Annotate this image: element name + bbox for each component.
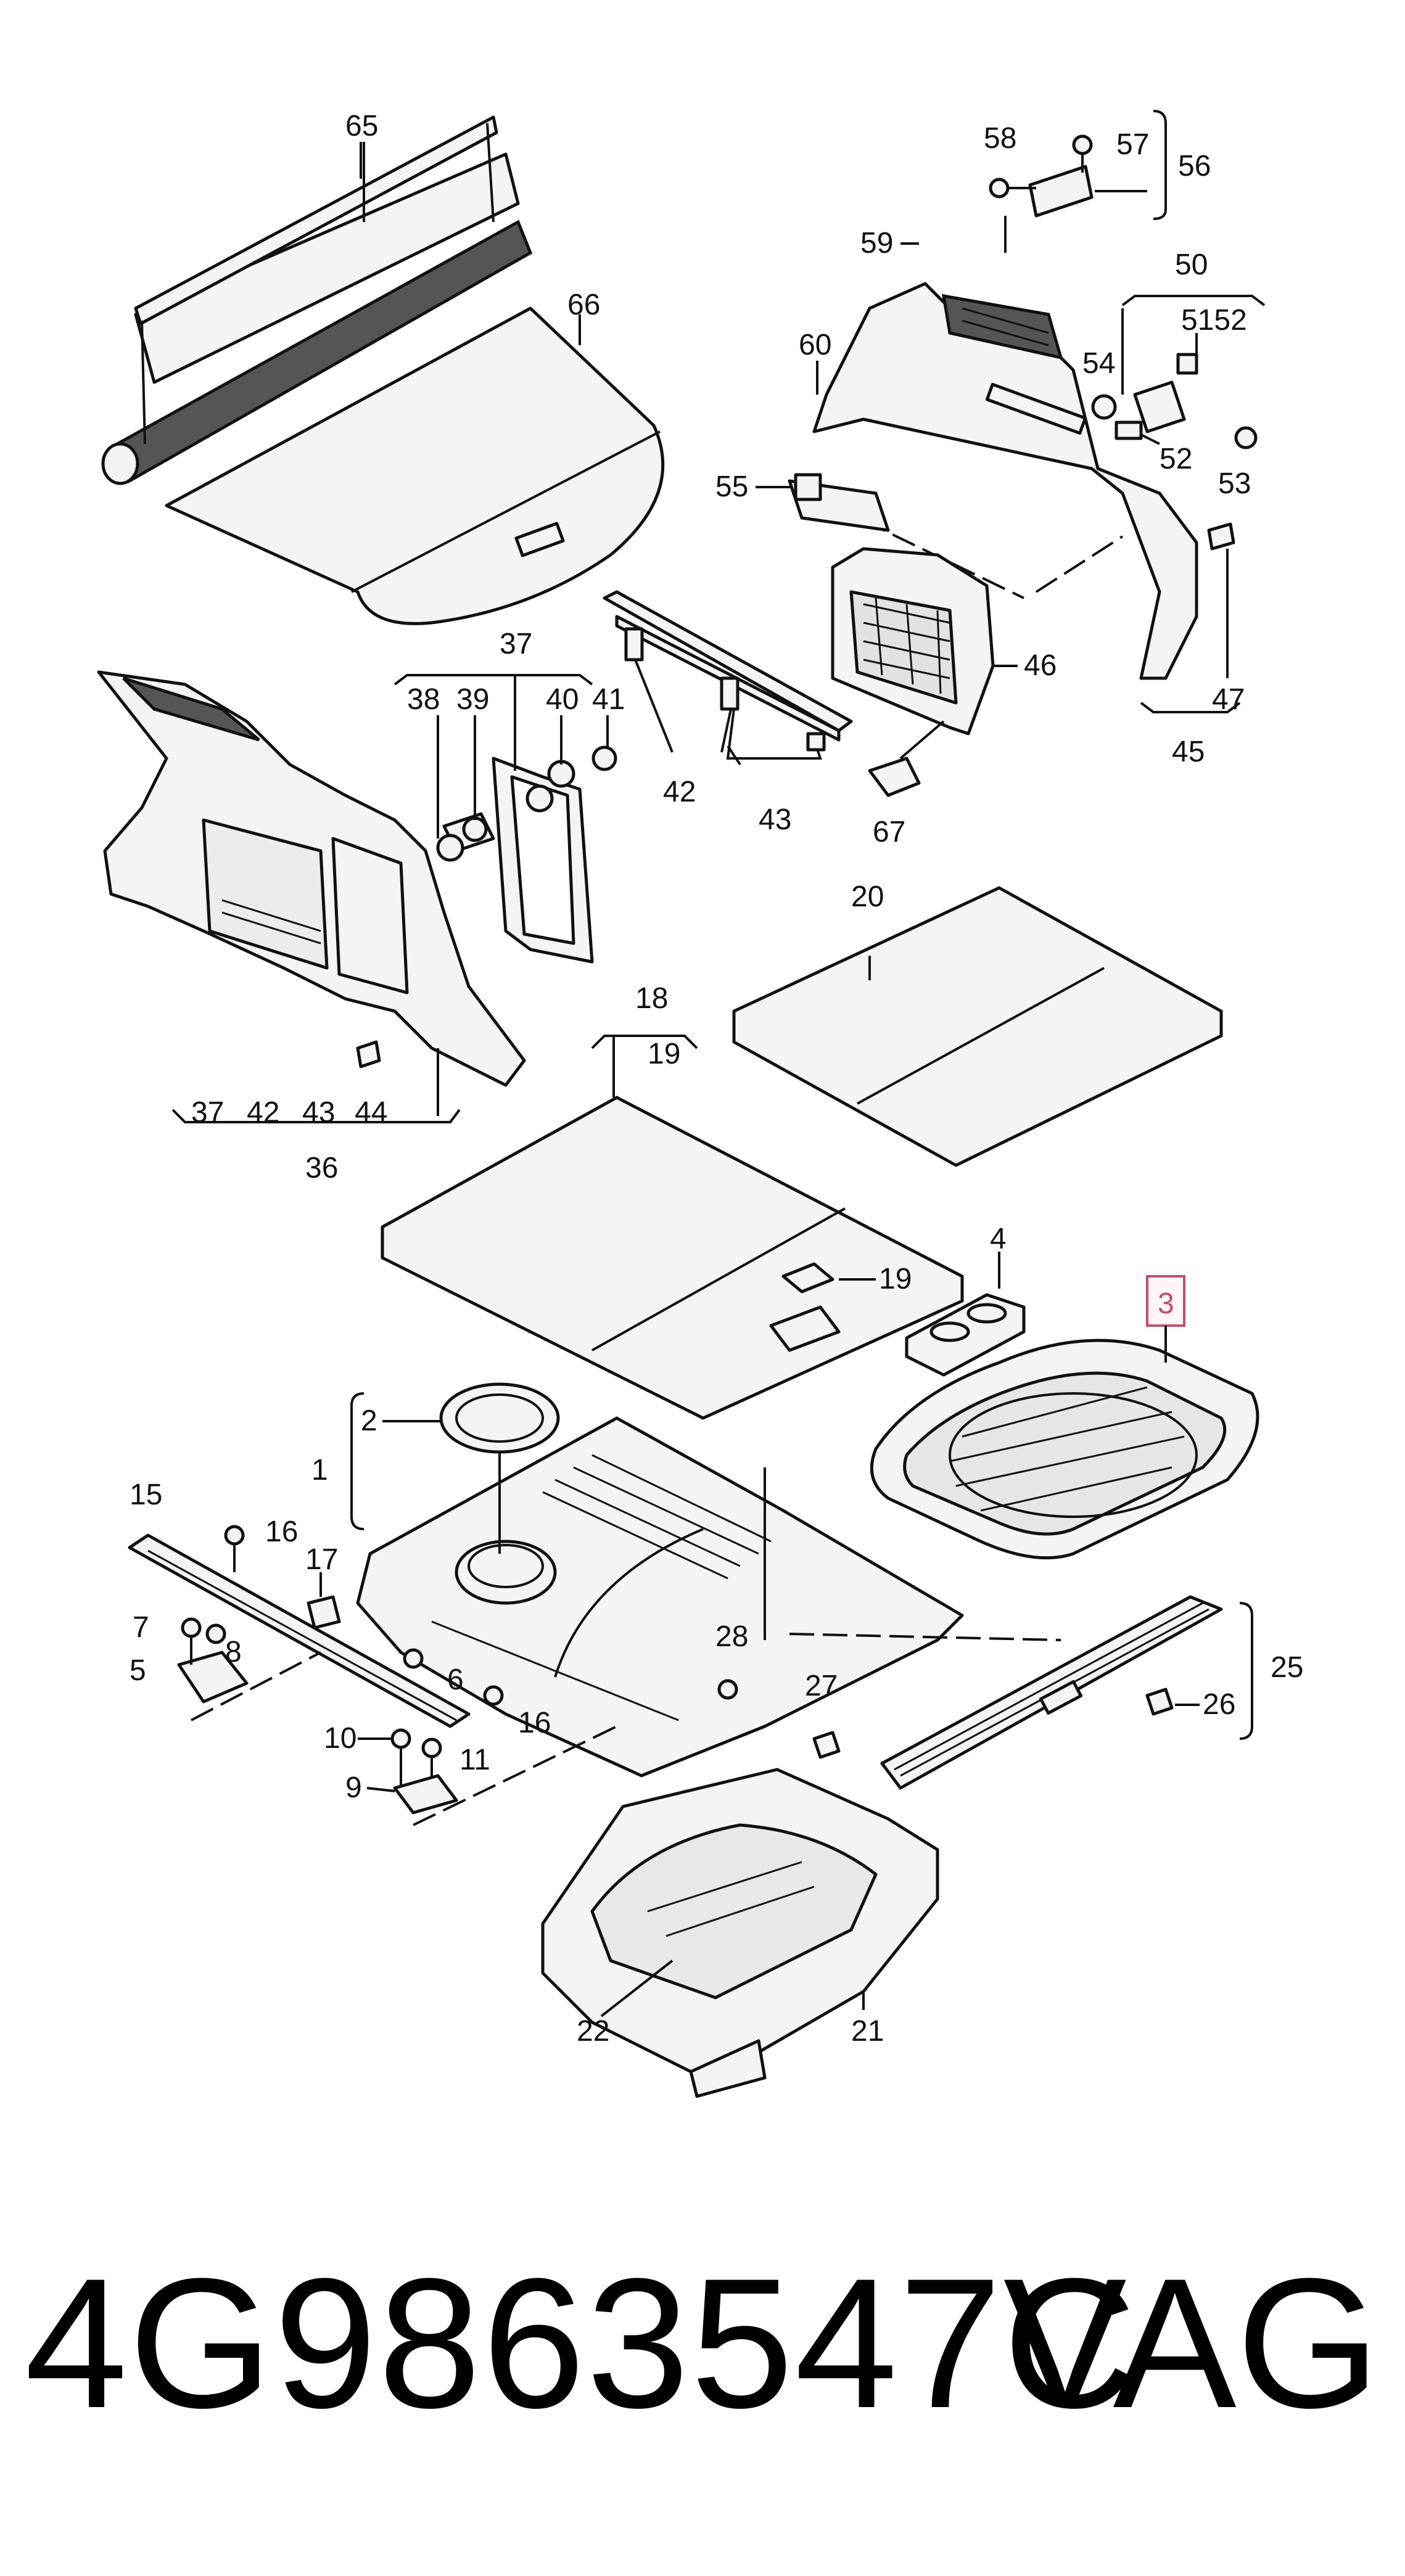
- exploded-parts-diagram: 65 66 58 57 56 59 50 5152 60 54 55 52 53…: [97, 110, 1303, 2098]
- callout-6: 6: [447, 1663, 464, 1696]
- callout-41: 41: [592, 683, 625, 716]
- part-5-bracket: [177, 1617, 249, 1704]
- callout-65: 65: [345, 110, 378, 142]
- part-38-41-fasteners: [436, 715, 617, 862]
- brand-label: VAG: [1003, 2239, 1380, 2447]
- callout-39: 39: [456, 683, 489, 716]
- part-20-floor-panel-upper: [732, 886, 1223, 1167]
- callout-45: 45: [1172, 736, 1205, 768]
- callout-26: 26: [1203, 1688, 1235, 1721]
- bracket-1: [350, 1392, 365, 1530]
- callout-25: 25: [1271, 1651, 1303, 1684]
- callout-37: 37: [500, 628, 532, 660]
- callout-22: 22: [577, 2015, 609, 2048]
- callout-2: 2: [361, 1405, 377, 1437]
- fasteners-6-16-28-27: [224, 1525, 841, 1759]
- callout-27: 27: [805, 1670, 838, 1702]
- callout-60: 60: [799, 329, 831, 361]
- callout-43-group: 43: [302, 1096, 335, 1129]
- part-26-clip: [1145, 1688, 1174, 1716]
- callout-9: 9: [345, 1771, 362, 1804]
- part-66-cargo-cover-panel: [165, 306, 665, 625]
- callout-36: 36: [305, 1152, 338, 1184]
- part-21-spare-wheel-well: [541, 1768, 939, 2098]
- callout-46: 46: [1024, 649, 1057, 682]
- callout-5152: 5152: [1181, 304, 1247, 337]
- callout-15: 15: [130, 1479, 162, 1511]
- callout-38: 38: [407, 683, 440, 716]
- part-47-clip: [1140, 522, 1241, 713]
- part-65-cargo-cover-roller: [101, 115, 533, 485]
- part-4-tray-insert: [905, 1252, 1026, 1377]
- caption-bar: 4G9863547C VAG: [0, 2226, 1405, 2460]
- dashed-leaders-left: [191, 1633, 1061, 1826]
- callout-7: 7: [133, 1611, 149, 1644]
- part-15-side-rail: [128, 1533, 471, 1728]
- part-17-grommet: [307, 1572, 341, 1630]
- callout-16-top: 16: [265, 1516, 298, 1548]
- callout-57: 57: [1116, 128, 1149, 161]
- callout-67: 67: [873, 816, 905, 848]
- callout-50: 50: [1175, 248, 1208, 281]
- callout-10: 10: [324, 1722, 356, 1755]
- part-25-sill-trim: [880, 1595, 1253, 1790]
- part-42-rail-bar: [603, 590, 853, 766]
- callout-8: 8: [225, 1636, 242, 1668]
- part-number: 4G9863547C: [25, 2239, 1138, 2447]
- callout-59: 59: [860, 227, 893, 260]
- callout-58: 58: [984, 122, 1016, 155]
- part-46-net-pocket: [831, 547, 1018, 736]
- callout-17: 17: [305, 1543, 338, 1576]
- part-36-left-side-trim: [97, 670, 526, 1123]
- callout-42-group: 42: [247, 1096, 279, 1129]
- callout-19-top: 19: [648, 1038, 680, 1070]
- part-45-right-side-trim: [812, 282, 1198, 680]
- callout-52: 52: [1160, 443, 1192, 475]
- callout-5: 5: [130, 1654, 146, 1687]
- callout-44: 44: [355, 1096, 387, 1129]
- part-2-grommet-ring: [439, 1382, 560, 1554]
- callout-19-bottom: 19: [879, 1263, 912, 1295]
- callout-47: 47: [1212, 683, 1245, 716]
- callout-1: 1: [311, 1454, 328, 1487]
- callout-labels: 65 66 58 57 56 59 50 5152 60 54 55 52 53…: [130, 110, 1303, 2048]
- callout-11: 11: [459, 1744, 490, 1776]
- part-18-floor-panel-lower: [381, 1035, 964, 1420]
- part-1-floor-structure: [356, 1416, 964, 1778]
- part-9-bracket: [390, 1728, 458, 1815]
- callout-18: 18: [635, 982, 668, 1015]
- part-55-latch: [788, 473, 890, 532]
- callout-55: 55: [715, 470, 748, 503]
- part-67-knob: [868, 720, 945, 797]
- callout-4: 4: [990, 1223, 1007, 1255]
- callout-42: 42: [663, 776, 696, 808]
- callout-53: 53: [1218, 467, 1251, 500]
- part-50-51-52-bracket-set: [1091, 295, 1266, 449]
- callout-37-group: 37: [191, 1096, 224, 1129]
- callout-43: 43: [759, 803, 791, 836]
- callout-54: 54: [1082, 347, 1115, 380]
- callout-21: 21: [851, 2015, 884, 2048]
- part-56-cover-bracket: [989, 110, 1167, 253]
- callout-20: 20: [851, 880, 884, 913]
- callout-28: 28: [715, 1620, 748, 1653]
- callout-40: 40: [546, 683, 579, 716]
- part-3-floor-tray: [870, 1339, 1259, 1560]
- callout-3: 3: [1158, 1287, 1174, 1320]
- part-37-frame: [393, 674, 594, 964]
- callout-56: 56: [1178, 150, 1211, 183]
- callout-66: 66: [567, 289, 600, 321]
- callout-16-bottom: 16: [518, 1707, 551, 1739]
